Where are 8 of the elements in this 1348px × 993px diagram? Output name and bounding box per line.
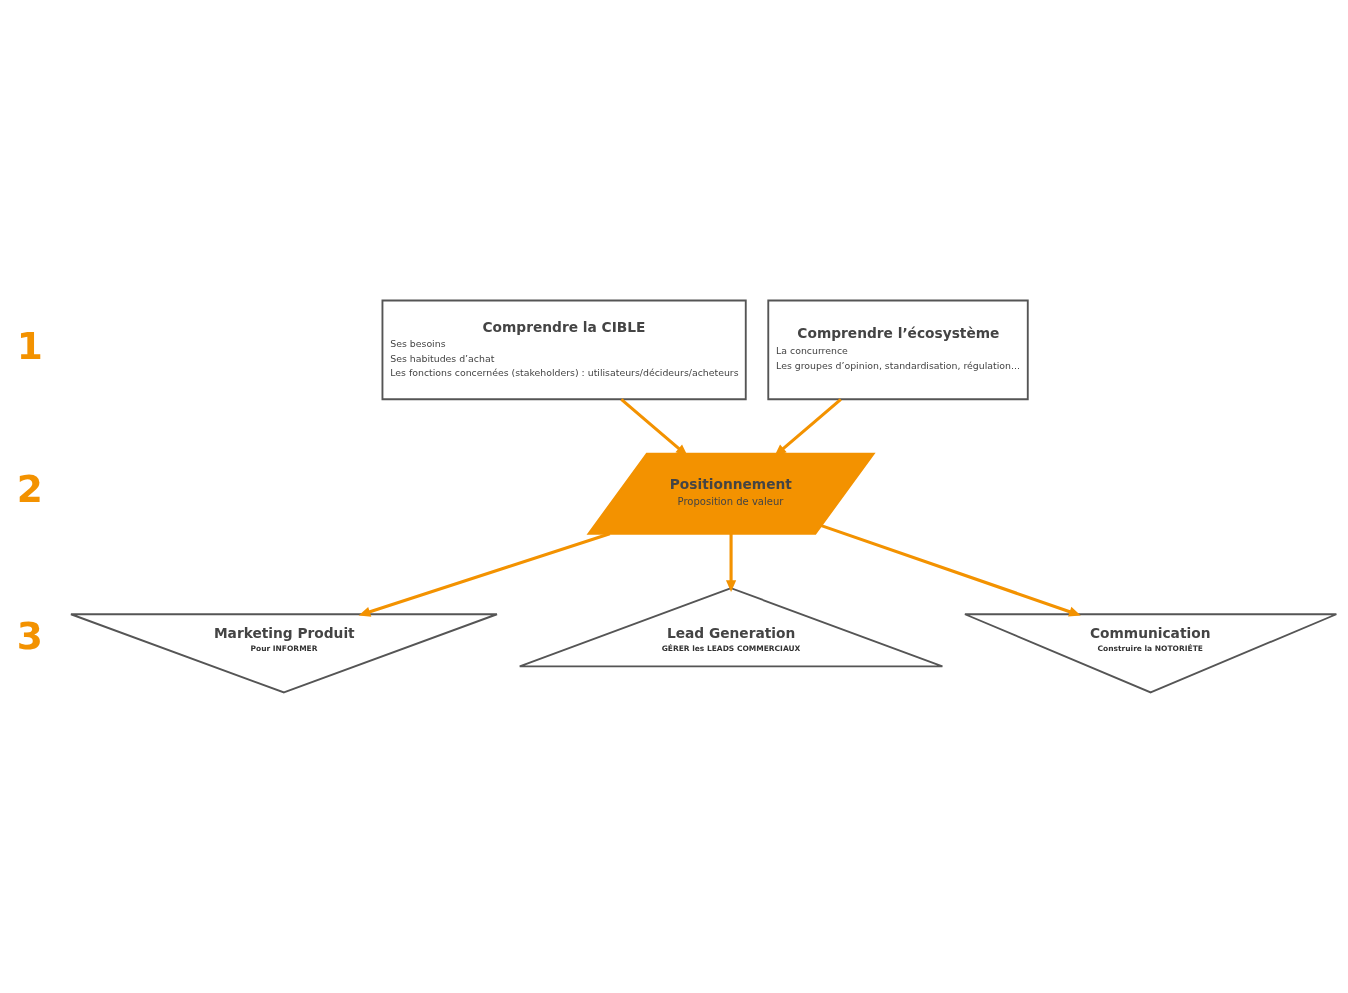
node-box: Comprendre la CIBLE Ses besoins Ses habitudes d’achat Les fonctions concernées (stakeholders) : utilisateurs/décideurs/acheteurs [381,299,747,401]
arrow [358,532,611,617]
label: 3 [16,614,43,659]
label: 1 [16,323,43,368]
label: 2 [16,467,43,512]
node-box: Comprendre l’écosystème La concurrence Les groupes d’opinion, standardisation, régulation... [767,299,1029,401]
arrow [725,533,737,593]
arrow [820,524,1081,617]
